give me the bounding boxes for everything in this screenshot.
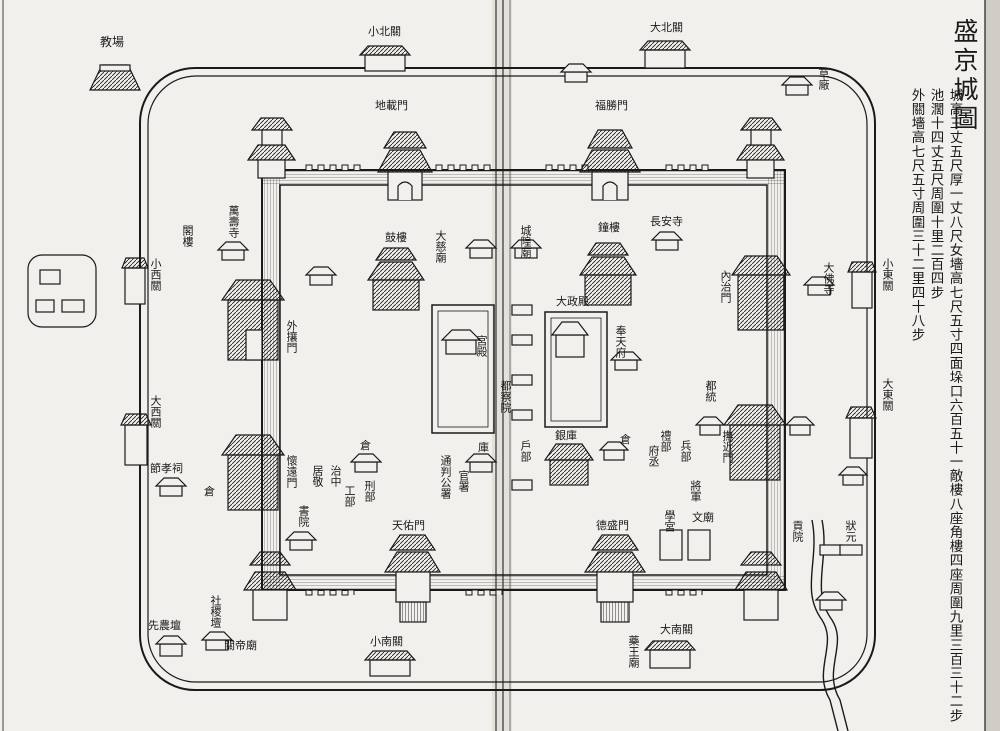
outer-gate-north-big [638,40,692,69]
label-guanshu: 官署 [457,470,470,492]
label-drum-tower: 鼓樓 [385,231,407,244]
dazheng-enclosure [544,311,608,428]
note-moat-dimensions: 池濶十四丈五尺周圍十里二百四步 [927,88,944,300]
label-grass-depot: 草廠 [817,68,830,90]
label-jujing: 居敬 [311,465,324,487]
label-tongpan-office: 通判公署 [439,455,452,499]
label-tianyou-gate: 天佑門 [392,519,425,532]
label-punishment-ministry: 刑部 [363,480,376,502]
label-shuyuan: 書院 [297,505,310,527]
label-fujin-gate: 撫近門 [721,430,734,463]
label-neizhi-gate: 內治門 [719,270,732,303]
label-war-ministry: 兵部 [679,440,692,462]
page-gutter [492,0,512,731]
label-changan-temple: 長安寺 [650,215,683,228]
outer-gate-west-big [120,413,152,466]
temple-compound [27,254,97,328]
label-fusheng-gate: 福勝門 [595,99,628,112]
label-east-small-gate: 小東關 [881,258,894,291]
label-dizai-gate: 地載門 [375,99,408,112]
gate-tower-w2 [220,434,286,511]
silver-treasury [543,443,595,486]
label-gelou: 閣樓 [181,225,194,247]
river [810,519,839,731]
label-fucheng: 府丞 [647,445,660,467]
label-guandi-temple: 關帝廟 [224,639,257,652]
gate-tower-s2 [583,534,647,623]
label-desheng-gate: 德盛門 [596,519,629,532]
label-works-ministry: 工部 [343,485,356,507]
gate-tower-n2 [578,129,642,201]
corner-tower-nw [246,117,297,179]
label-bell-tower: 鐘樓 [598,221,620,234]
outer-gate-east-small [847,261,877,309]
drum-tower [366,247,426,311]
map-title: 盛京城圖 [950,18,979,134]
label-granary-center: 倉 [360,439,371,452]
gate-tower-e2 [722,404,788,481]
outer-wall [139,67,876,691]
label-examination-hall: 貢院 [791,520,804,542]
corner-tower-se [733,551,789,621]
label-east-big-gate: 大東關 [881,378,894,411]
note-outer-wall: 外關墻高七尺五寸周圍三十二里四十八步 [908,88,925,342]
outer-gate-north-small [358,45,412,72]
label-north-big-gate: 大北關 [650,21,683,34]
label-huaiyuan-gate: 懷遠門 [285,455,298,488]
label-wairang-gate: 外攘門 [285,320,298,353]
label-palace: 宮殿 [475,335,488,357]
label-zhuangyuan: 狀元 [844,520,857,542]
label-west-small-gate: 小西關 [149,258,162,291]
label-north-small-gate: 小北關 [368,25,401,38]
label-yaowang-temple: 藥王廟 [627,635,640,668]
label-xiannong-altar: 先農壇 [148,619,181,632]
label-sheji-altar: 社稷壇 [209,595,222,628]
note-wall-dimensions: 城高三丈五尺厚一丈八尺女墻高七尺五寸四面垛口六百五十一敵樓八座角樓四座周圍九里三… [946,88,963,723]
label-storehouse: 庫 [478,441,489,454]
label-dutong: 都統 [704,380,717,402]
label-fengtian-prefecture: 奉天府 [614,325,627,358]
label-south-small-gate: 小南關 [370,635,403,648]
label-parade-ground: 教場 [100,35,125,49]
gate-tower-e1 [730,255,792,331]
label-daci-temple: 大慈廟 [434,230,447,263]
outer-gate-south-big [643,640,697,669]
label-south-big-gate: 大南關 [660,623,693,636]
label-censorate: 都察院 [499,380,512,413]
corner-tower-sw [242,551,298,621]
label-dafo-temple: 大佛寺 [822,262,835,295]
label-jiexiao-shrine: 節孝祠 [150,462,183,475]
label-silver-treasury: 銀庫 [555,429,577,442]
outer-gate-west-small [121,257,149,305]
label-academy: 學宮 [663,510,676,532]
bell-tower [578,242,638,306]
outer-gate-east-big [845,406,877,459]
parade-ground-pavilion [89,64,141,91]
gate-tower-n1 [376,131,434,201]
label-chenghuang-temple: 城隍廟 [519,225,532,258]
gate-tower-w1 [220,279,286,361]
gate-tower-s1 [383,534,442,623]
label-confucian-temple: 文廟 [692,511,714,524]
outer-gate-south-small [363,650,417,677]
palace-enclosure [431,304,495,434]
label-zhizhong: 治中 [329,465,342,487]
label-rites-ministry: 禮部 [659,430,672,452]
label-granary-west: 倉 [204,485,215,498]
label-wanshou-temple: 萬壽寺 [227,205,240,238]
label-dazheng-hall: 大政殿 [556,295,589,308]
label-revenue-ministry: 戶部 [519,440,532,462]
label-granary-city: 倉 [620,433,631,446]
corner-tower-ne [735,117,786,179]
label-west-big-gate: 大西關 [149,395,162,428]
label-jiangjun: 將軍 [689,480,702,502]
